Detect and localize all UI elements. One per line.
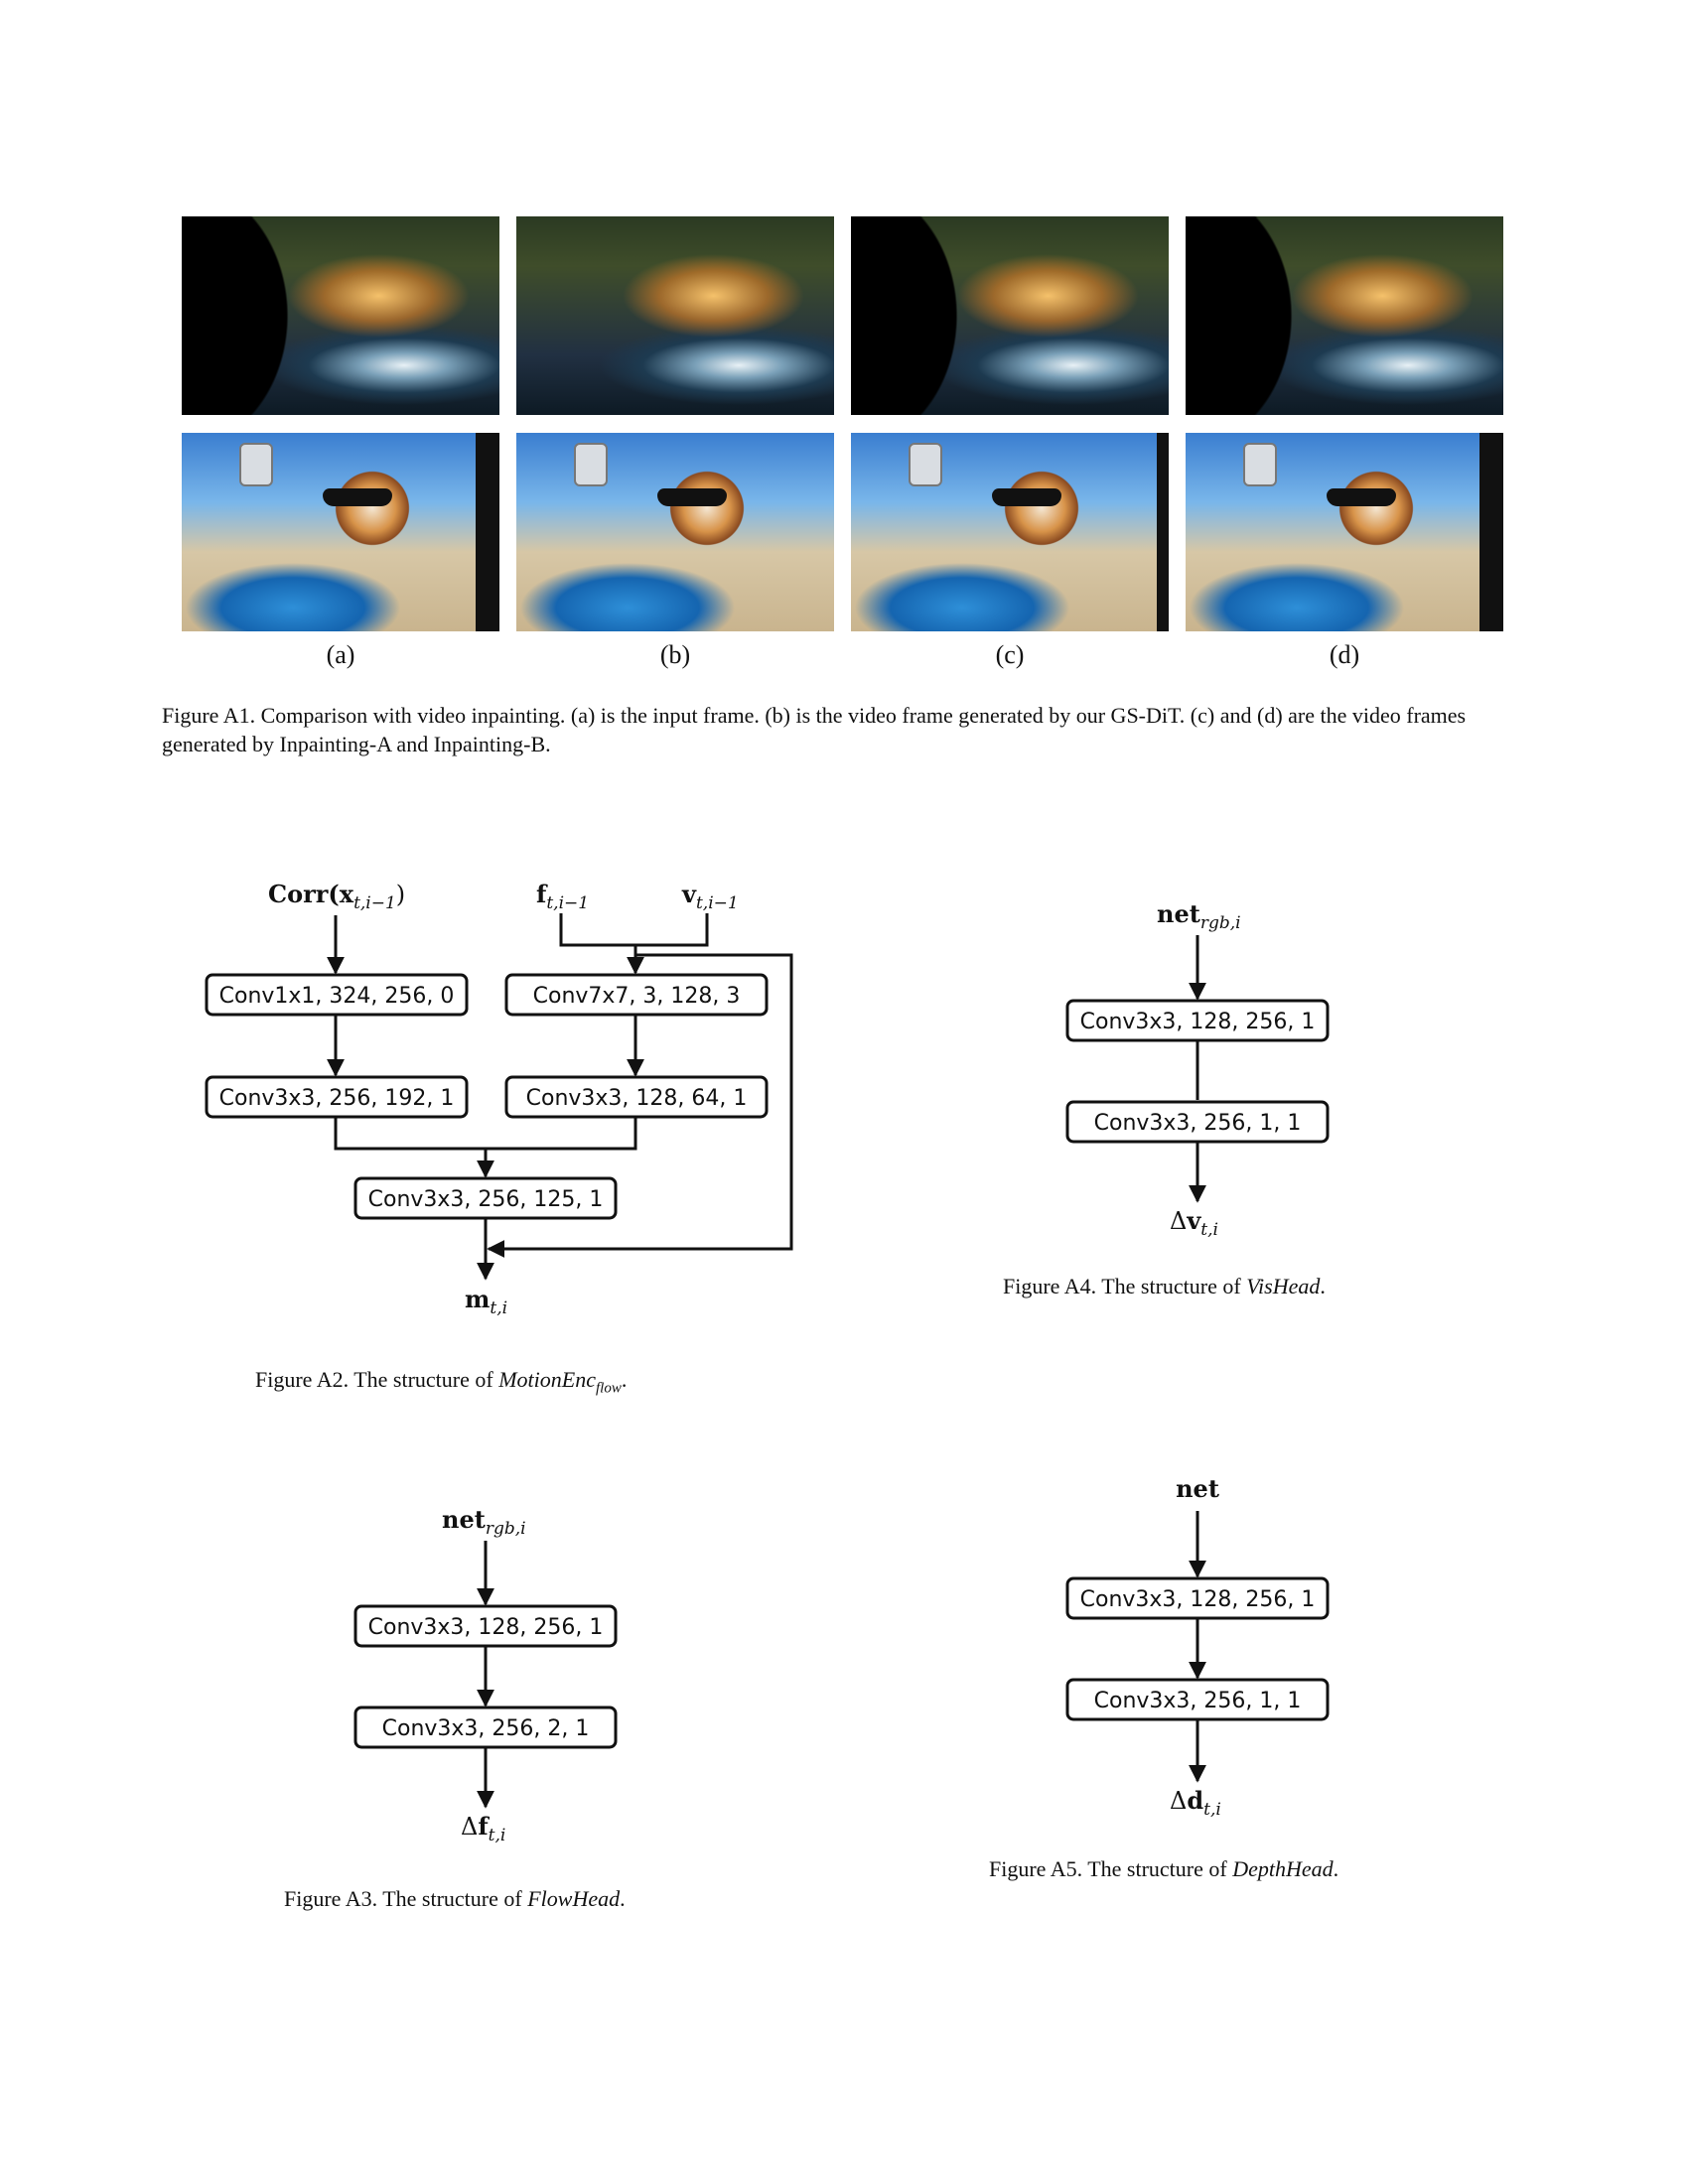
corgi-input-frame <box>182 433 499 631</box>
input-v-label: vt,i−1 <box>681 880 739 913</box>
figure-a3-diagram: netrgb,i Conv3x3, 128, 256, 1 Conv3x3, 2… <box>353 1505 618 1845</box>
a3-input-label: netrgb,i <box>442 1505 526 1539</box>
figure-a3-caption: Figure A3. The structure of FlowHead. <box>284 1886 626 1911</box>
a4-box2-label: Conv3x3, 256, 1, 1 <box>1094 1111 1302 1136</box>
figure-a2-caption: Figure A2. The structure of MotionEncflo… <box>255 1367 628 1397</box>
coast-inpainting-a-frame <box>851 216 1169 415</box>
a5-box2-label: Conv3x3, 256, 1, 1 <box>1094 1689 1302 1713</box>
corgi-inpainting-a-frame <box>851 433 1169 631</box>
a5-output-label: Δdt,i <box>1170 1786 1221 1820</box>
a4-box1-label: Conv3x3, 128, 256, 1 <box>1080 1010 1316 1034</box>
a4-input-label: netrgb,i <box>1157 899 1241 933</box>
corgi-gsdit-frame <box>516 433 834 631</box>
conv3x3-right-label: Conv3x3, 128, 64, 1 <box>526 1086 748 1111</box>
coast-inpainting-b-frame <box>1186 216 1503 415</box>
a3-output-label: Δft,i <box>461 1812 505 1845</box>
coast-gsdit-frame <box>516 216 834 415</box>
sub-label-b: (b) <box>659 640 691 669</box>
a5-box1-label: Conv3x3, 128, 256, 1 <box>1080 1587 1316 1612</box>
conv7x7-label: Conv7x7, 3, 128, 3 <box>533 984 741 1009</box>
coast-input-frame <box>182 216 499 415</box>
figure-a4-caption: Figure A4. The structure of VisHead. <box>1003 1274 1326 1298</box>
sub-label-d: (d) <box>1329 640 1360 669</box>
input-corr-label: Corr(xt,i−1) <box>268 880 405 913</box>
figure-a1-caption: Figure A1. Comparison with video inpaint… <box>162 703 1467 756</box>
sub-label-c: (c) <box>995 640 1025 669</box>
conv3x3-left-label: Conv3x3, 256, 192, 1 <box>219 1086 455 1111</box>
figure-a5-caption: Figure A5. The structure of DepthHead. <box>989 1856 1339 1881</box>
a3-box2-label: Conv3x3, 256, 2, 1 <box>382 1716 590 1741</box>
figure-a4-diagram: netrgb,i Conv3x3, 128, 256, 1 Conv3x3, 2… <box>1065 899 1330 1240</box>
figure-a5-diagram: net Conv3x3, 128, 256, 1 Conv3x3, 256, 1… <box>1065 1474 1330 1820</box>
a4-output-label: Δvt,i <box>1170 1206 1218 1240</box>
conv3x3-merge-label: Conv3x3, 256, 125, 1 <box>368 1187 604 1212</box>
figure-a2-diagram: Corr(xt,i−1) ft,i−1 vt,i−1 Conv1x1, 324,… <box>205 880 793 1318</box>
a3-box1-label: Conv3x3, 128, 256, 1 <box>368 1615 604 1640</box>
conv1x1-label: Conv1x1, 324, 256, 0 <box>219 984 455 1009</box>
output-m-label: mt,i <box>465 1285 507 1318</box>
sub-label-a: (a) <box>326 640 355 669</box>
a5-input-label: net <box>1176 1474 1219 1503</box>
corgi-inpainting-b-frame <box>1186 433 1503 631</box>
input-f-label: ft,i−1 <box>536 880 589 913</box>
